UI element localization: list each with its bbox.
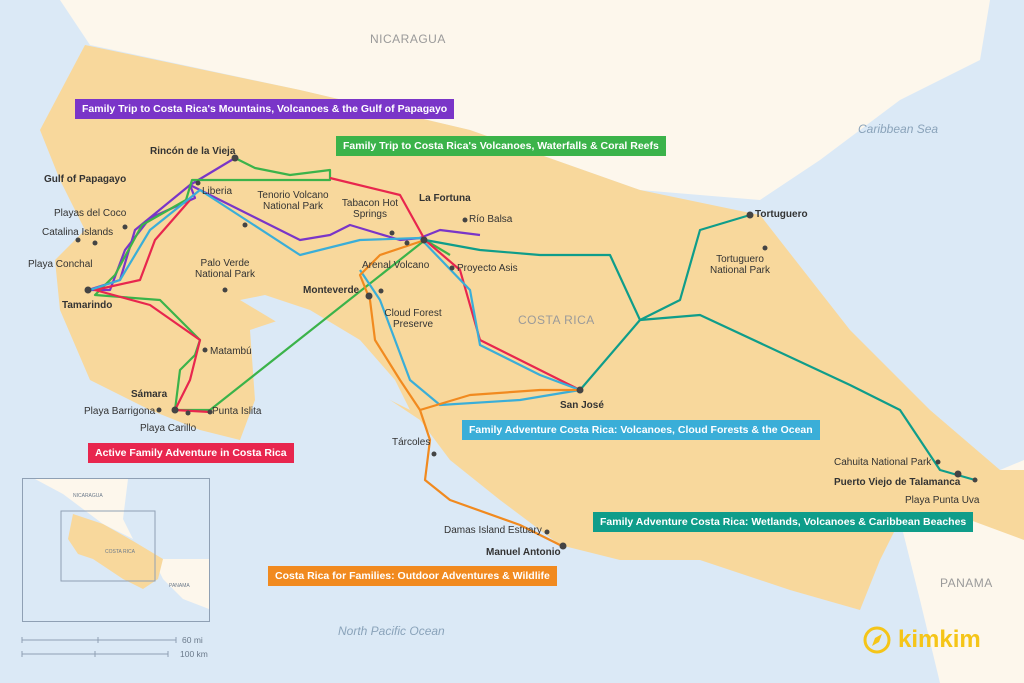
route-label-red[interactable]: Active Family Adventure in Costa Rica bbox=[88, 443, 294, 463]
route-teal-line bbox=[424, 238, 642, 391]
place-rio-balsa: Río Balsa bbox=[469, 214, 513, 225]
label-pacific-ocean: North Pacific Ocean bbox=[338, 624, 445, 638]
place-la-fortuna: La Fortuna bbox=[419, 193, 471, 204]
place-tortuguero: Tortuguero bbox=[755, 209, 808, 220]
route-red-line bbox=[329, 176, 581, 391]
place-carillo: Playa Carillo bbox=[140, 423, 197, 434]
route-label-green[interactable]: Family Trip to Costa Rica's Volcanoes, W… bbox=[336, 136, 666, 156]
nicaragua-land bbox=[60, 0, 990, 200]
place-gulf-papagayo: Gulf of Papagayo bbox=[44, 174, 127, 185]
route-purple-line bbox=[86, 157, 481, 292]
route-label-orange[interactable]: Costa Rica for Families: Outdoor Adventu… bbox=[268, 566, 557, 586]
place-catalina: Catalina Islands bbox=[42, 227, 114, 238]
place-arenal: Arenal Volcano bbox=[362, 260, 430, 271]
place-proyecto-asis: Proyecto Asis bbox=[457, 263, 518, 274]
place-damas: Damas Island Estuary bbox=[444, 525, 542, 536]
route-teal-line-2 bbox=[639, 213, 751, 321]
kimkim-logo: kimkim bbox=[862, 625, 981, 655]
place-tarcoles: Tárcoles bbox=[392, 437, 431, 448]
inset-nicaragua: NICARAGUA bbox=[73, 493, 103, 499]
label-panama: PANAMA bbox=[940, 576, 993, 590]
place-matambu: Matambú bbox=[210, 346, 252, 357]
place-tenorio: Tenorio Volcano National Park bbox=[257, 190, 329, 212]
route-label-purple[interactable]: Family Trip to Costa Rica's Mountains, V… bbox=[75, 99, 455, 119]
inset-panama: PANAMA bbox=[169, 583, 190, 589]
label-caribbean-sea: Caribbean Sea bbox=[858, 122, 939, 136]
place-islita: Punta Islita bbox=[212, 406, 262, 417]
place-rincon: Rincón de la Vieja bbox=[150, 146, 236, 157]
place-tortuguero-np: Tortuguero National Park bbox=[709, 254, 771, 276]
label-nicaragua: NICARAGUA bbox=[370, 32, 446, 46]
place-barrigona: Playa Barrigona bbox=[84, 406, 156, 417]
place-samara: Sámara bbox=[131, 389, 168, 400]
place-markers bbox=[75, 154, 978, 550]
route-teal-line-3 bbox=[639, 313, 976, 482]
place-manuel-antonio: Manuel Antonio bbox=[486, 547, 561, 558]
place-monteverde: Monteverde bbox=[303, 285, 360, 296]
scale-bar bbox=[21, 637, 177, 657]
route-orange-line bbox=[358, 238, 561, 546]
route-red-line-2 bbox=[93, 199, 211, 414]
inset-shapes bbox=[35, 479, 209, 609]
place-tamarindo: Tamarindo bbox=[62, 300, 113, 311]
inset-costa-rica: COSTA RICA bbox=[105, 549, 135, 555]
route-blue-line bbox=[89, 188, 582, 407]
scale-km: 100 km bbox=[180, 649, 208, 659]
route-label-teal[interactable]: Family Adventure Costa Rica: Wetlands, V… bbox=[593, 512, 974, 532]
place-tabacon: Tabacon Hot Springs bbox=[341, 198, 399, 220]
place-cahuita: Cahuita National Park bbox=[834, 457, 932, 468]
brand-name: kimkim bbox=[898, 626, 981, 653]
place-coco: Playas del Coco bbox=[54, 208, 127, 219]
place-punta-uva: Playa Punta Uva bbox=[905, 495, 980, 506]
label-costa-rica: COSTA RICA bbox=[518, 313, 595, 327]
place-cloud-forest: Cloud Forest Preserve bbox=[384, 308, 442, 330]
inset-map: NICARAGUA COSTA RICA PANAMA bbox=[22, 478, 210, 622]
gulf-of-nicoya bbox=[240, 295, 410, 410]
place-palo-verde: Palo Verde National Park bbox=[194, 258, 256, 280]
compass-icon bbox=[863, 626, 891, 654]
place-conchal: Playa Conchal bbox=[28, 259, 93, 270]
costa-rica-land bbox=[40, 45, 1024, 610]
place-puerto-viejo: Puerto Viejo de Talamanca bbox=[834, 477, 961, 488]
route-label-blue[interactable]: Family Adventure Costa Rica: Volcanoes, … bbox=[462, 420, 820, 440]
place-liberia: Liberia bbox=[202, 186, 233, 197]
scale-miles: 60 mi bbox=[182, 635, 203, 645]
route-orange-line-2 bbox=[419, 388, 580, 412]
place-san-jose: San José bbox=[560, 400, 604, 411]
